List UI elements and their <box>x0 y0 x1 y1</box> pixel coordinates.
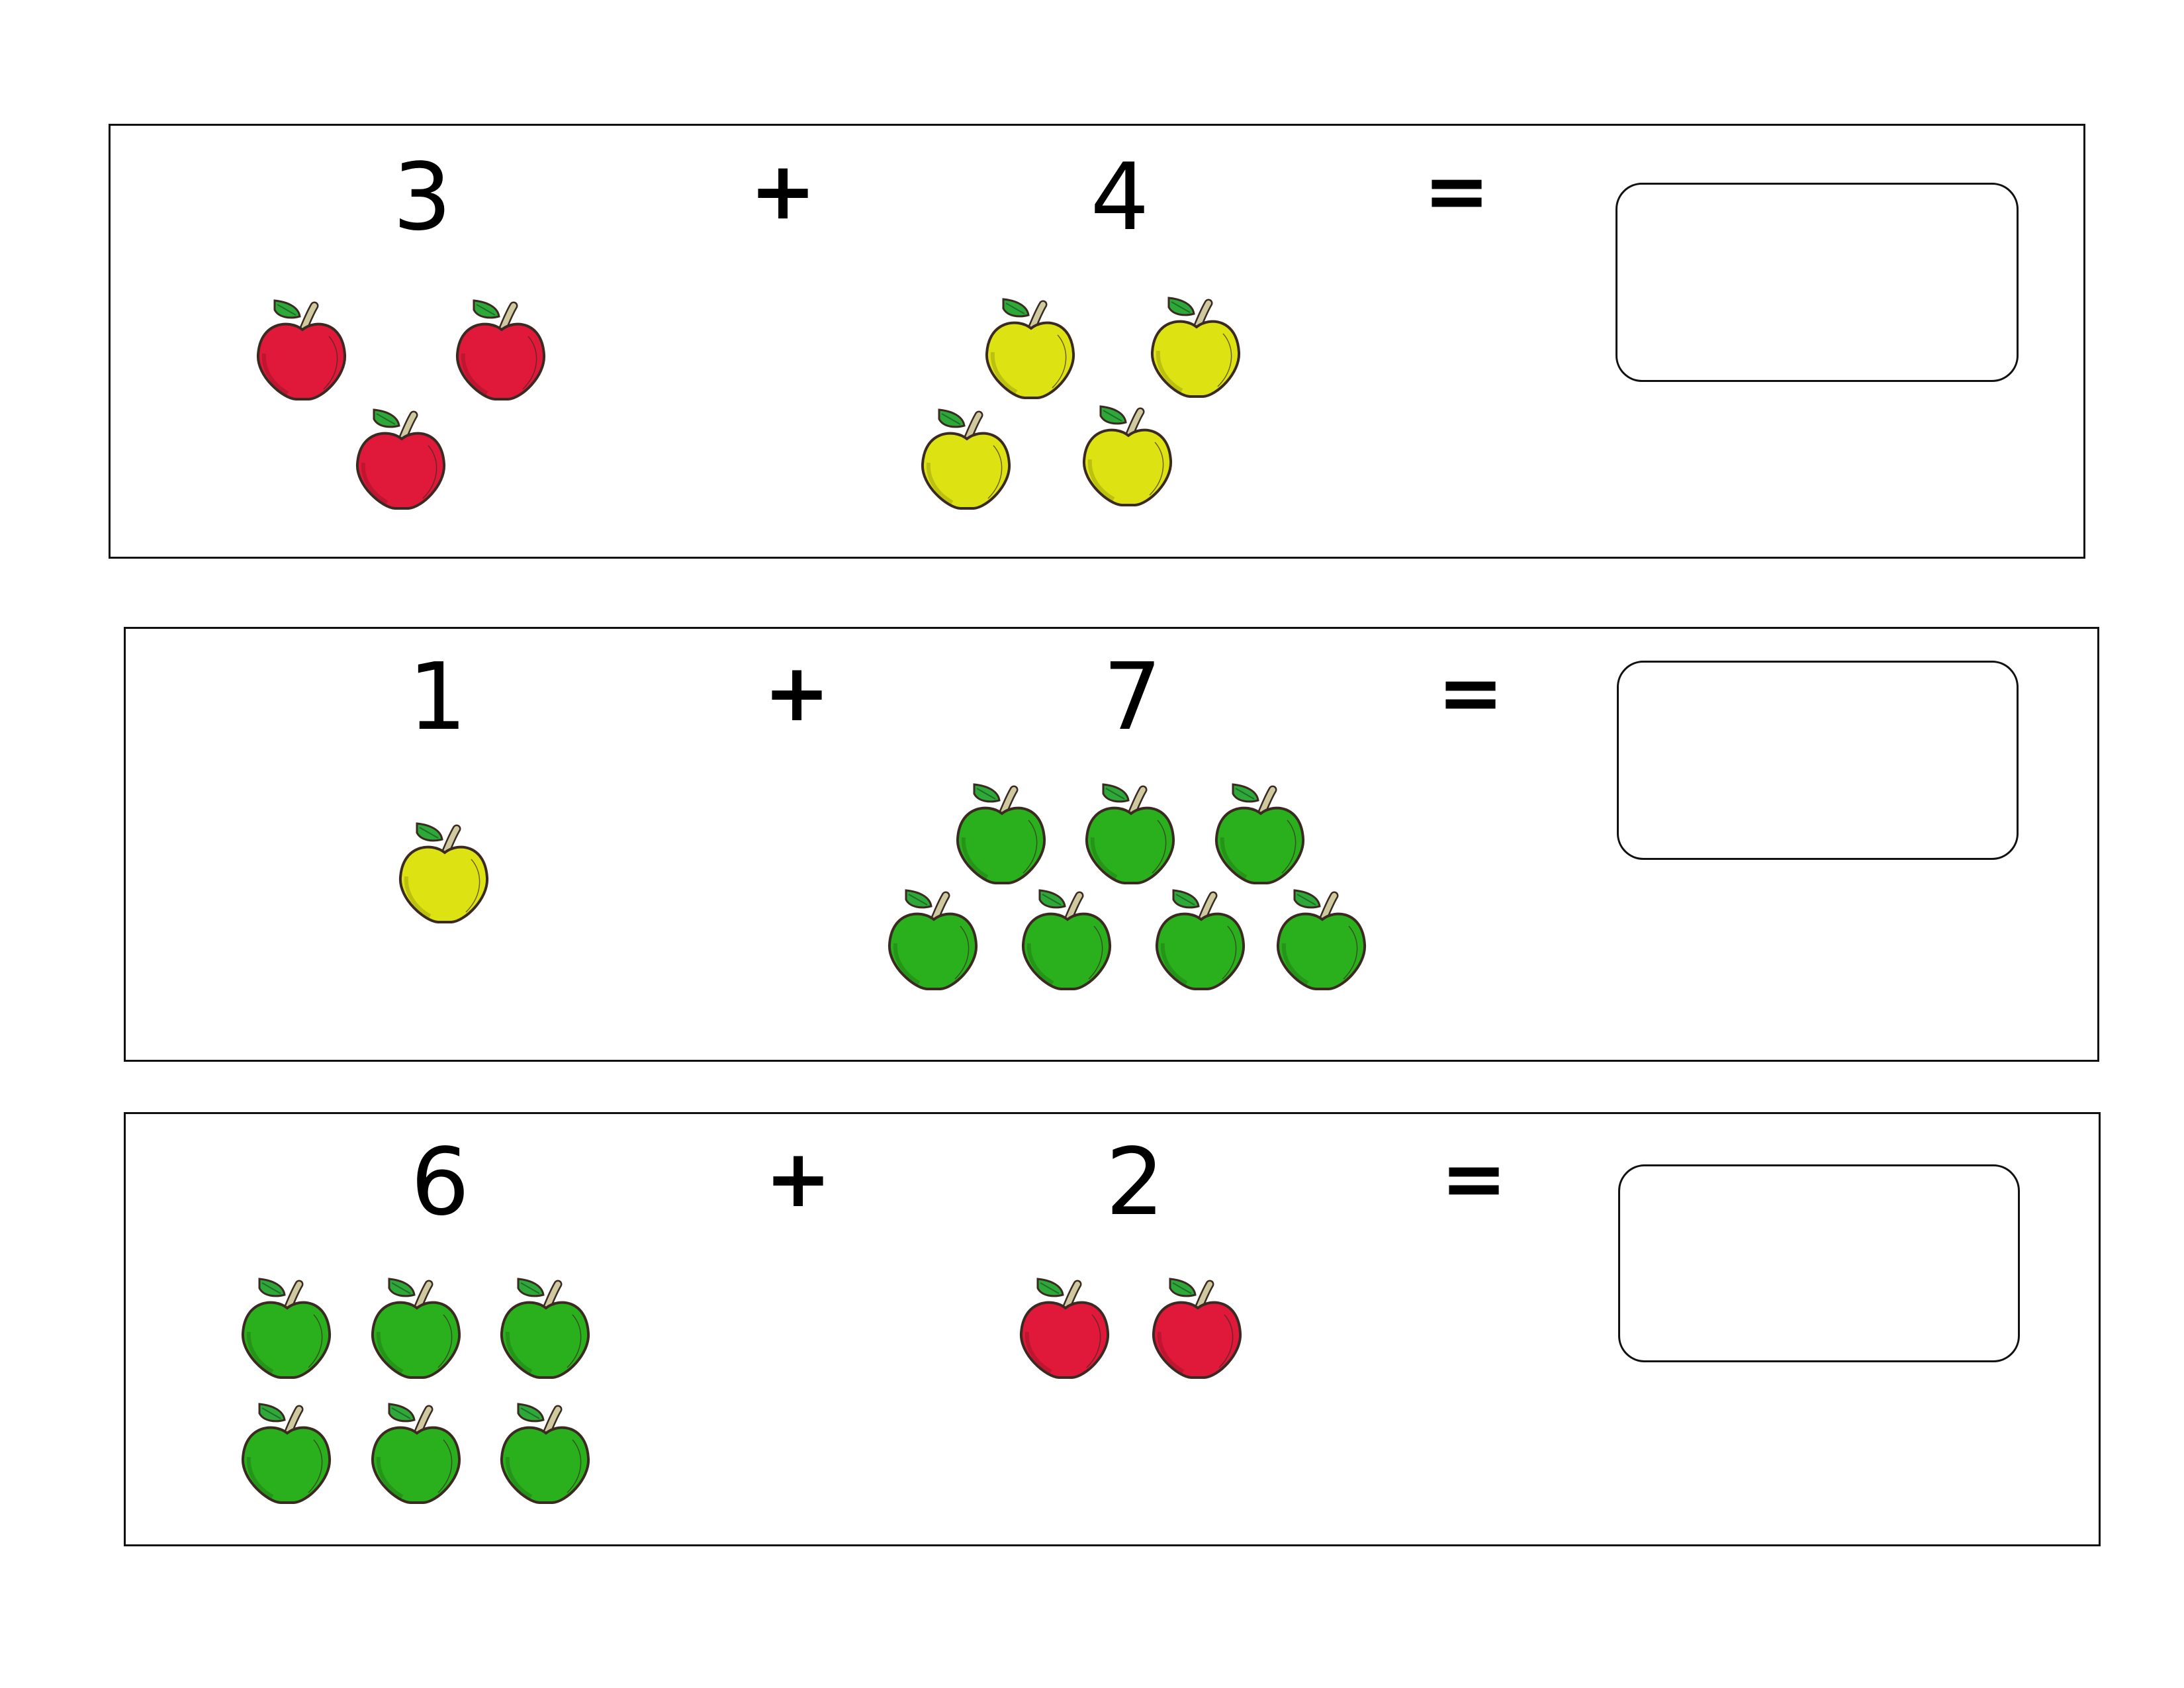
plus-sign: + <box>763 647 831 739</box>
plus-sign: + <box>749 146 817 238</box>
apple-red-icon <box>354 408 447 512</box>
addend-2: 2 <box>1105 1129 1165 1237</box>
apple-green-icon <box>1154 889 1246 992</box>
apple-green-icon <box>1083 783 1176 886</box>
apple-yellow-icon <box>1149 297 1242 400</box>
apple-green-icon <box>1275 889 1367 992</box>
equals-sign: = <box>1437 647 1504 739</box>
apple-yellow-icon <box>983 298 1076 401</box>
apple-green-icon <box>954 783 1047 886</box>
apple-yellow-icon <box>919 408 1012 512</box>
addend-1: 1 <box>408 643 467 751</box>
apple-green-icon <box>369 1403 462 1506</box>
apple-yellow-icon <box>397 822 490 925</box>
apple-green-icon <box>1213 783 1306 886</box>
apple-green-icon <box>369 1278 462 1381</box>
apple-red-icon <box>1018 1278 1111 1381</box>
apple-red-icon <box>1150 1278 1243 1381</box>
apple-red-icon <box>255 299 347 402</box>
equals-sign: = <box>1440 1133 1508 1225</box>
equals-sign: = <box>1423 146 1490 238</box>
apple-green-icon <box>1020 889 1113 992</box>
addend-1: 3 <box>392 144 452 252</box>
apple-red-icon <box>454 299 547 402</box>
apple-green-icon <box>240 1278 332 1381</box>
addend-1: 6 <box>410 1129 470 1237</box>
apple-green-icon <box>498 1403 591 1506</box>
apple-green-icon <box>498 1278 591 1381</box>
apple-yellow-icon <box>1081 405 1173 508</box>
plus-sign: + <box>764 1133 832 1225</box>
answer-box-3[interactable] <box>1618 1164 2020 1362</box>
answer-box-1[interactable] <box>1615 183 2019 382</box>
addend-2: 4 <box>1090 144 1150 252</box>
apple-green-icon <box>886 889 979 992</box>
apple-green-icon <box>240 1403 332 1506</box>
answer-box-2[interactable] <box>1617 661 2019 860</box>
addend-2: 7 <box>1103 643 1162 751</box>
